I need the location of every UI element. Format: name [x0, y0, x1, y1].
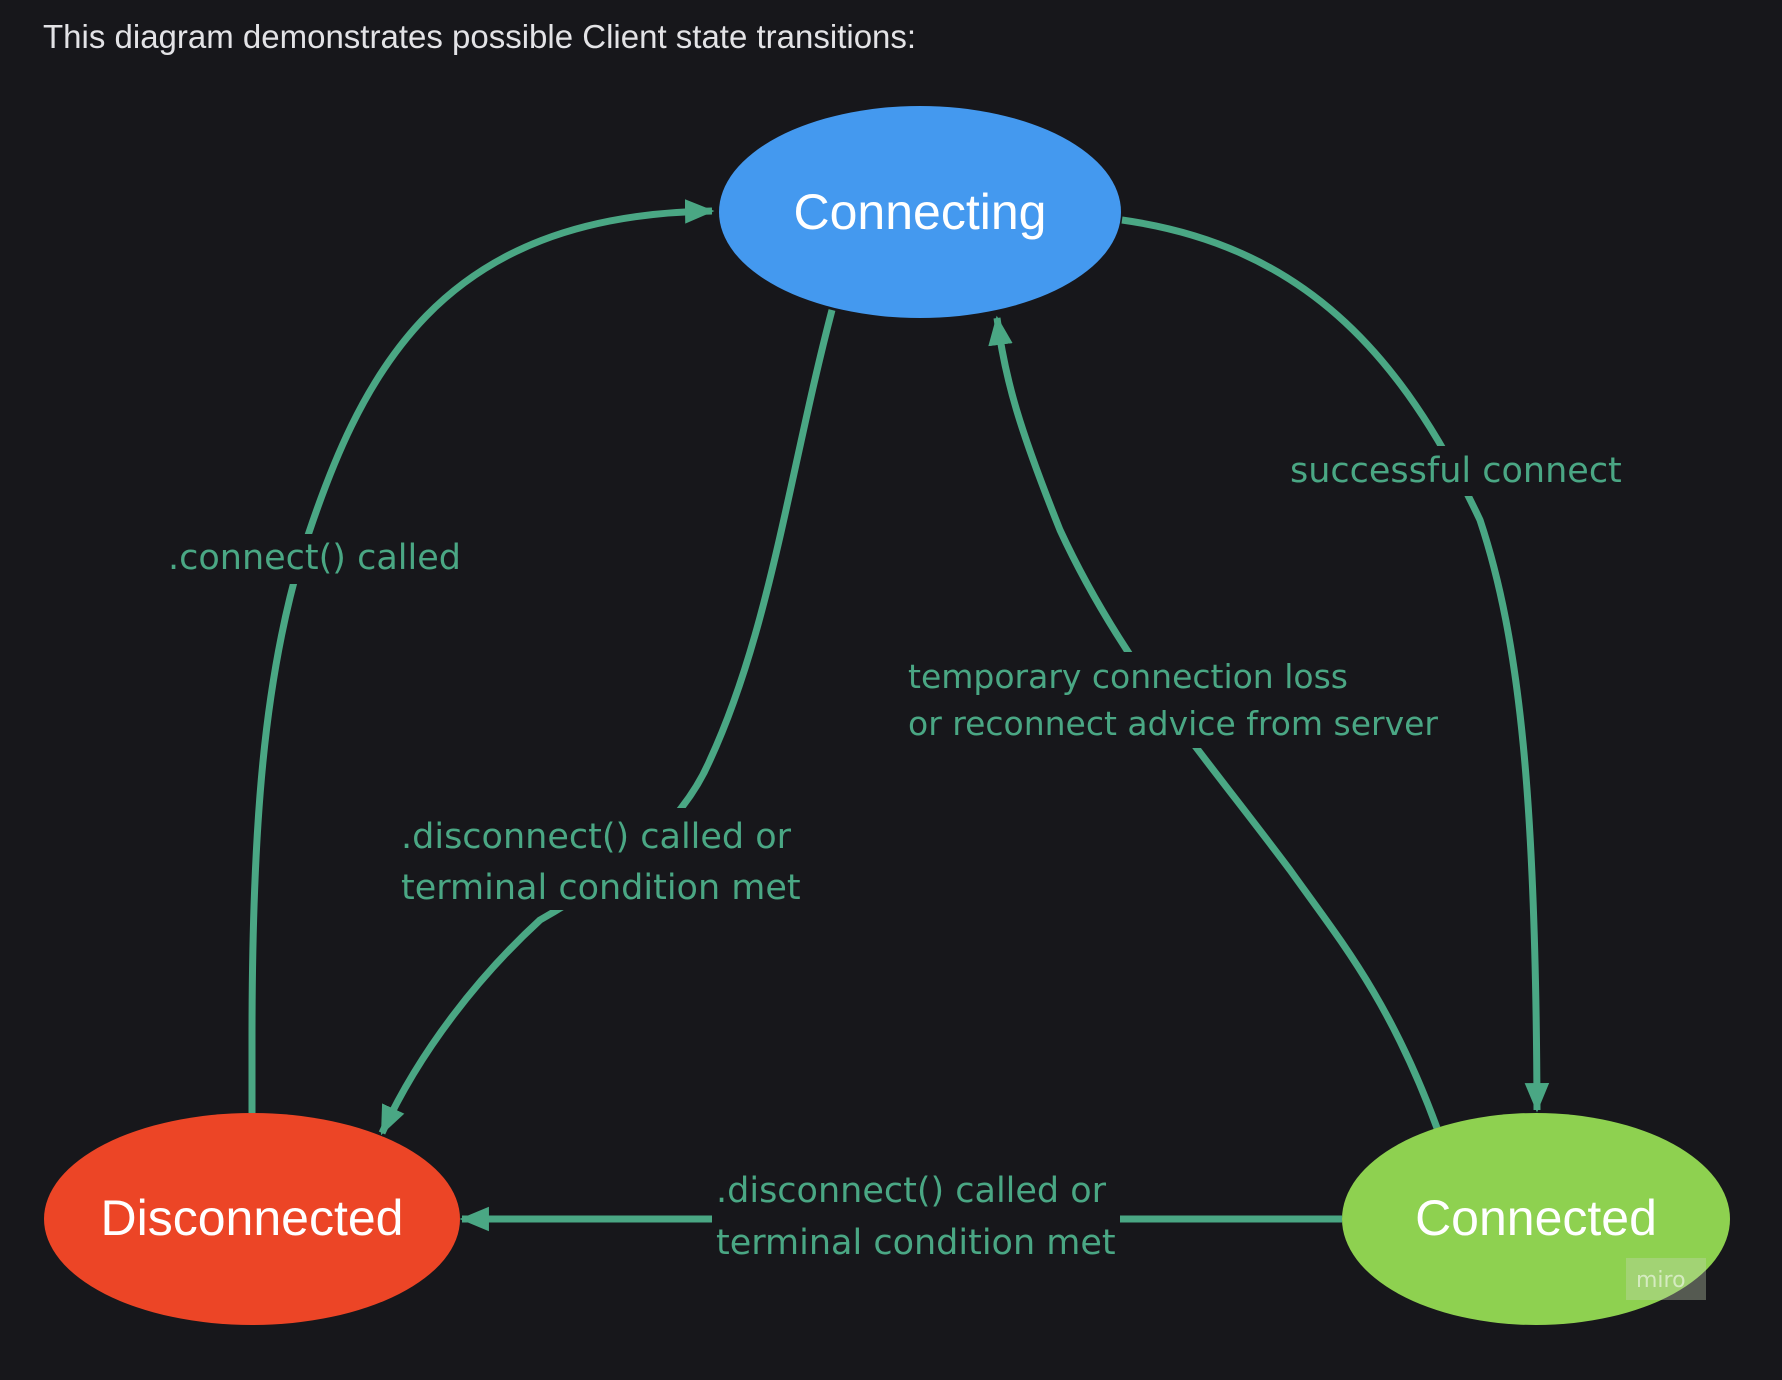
label-backgrounds: [166, 446, 1614, 1268]
label-disconnect-connecting-line2: terminal condition met: [401, 868, 801, 908]
state-connected: Connected: [1342, 1113, 1730, 1325]
edge-labels: .connect() called successful connect .di…: [168, 451, 1622, 1263]
label-temporary-loss-line1: temporary connection loss: [908, 657, 1348, 696]
watermark-text: miro: [1636, 1268, 1686, 1293]
intro-text: This diagram demonstrates possible Clien…: [43, 18, 917, 55]
miro-watermark: miro: [1626, 1258, 1706, 1300]
label-successful-connect: successful connect: [1290, 451, 1622, 491]
label-disconnect-connected-line2: terminal condition met: [716, 1223, 1116, 1263]
state-connected-label: Connected: [1415, 1190, 1657, 1246]
label-disconnect-connecting-line1: .disconnect() called or: [401, 817, 792, 857]
state-connecting-label: Connecting: [794, 184, 1047, 240]
label-connect-called: .connect() called: [168, 538, 461, 578]
edge-connecting-to-disconnected: [378, 309, 836, 1136]
label-bg-disconnect-connected: [712, 1164, 1120, 1268]
label-bg-disconnect-connecting: [396, 808, 798, 910]
label-bg-temporary-loss: [904, 652, 1404, 748]
watermark-box: [1626, 1258, 1706, 1300]
state-disconnected: Disconnected: [44, 1113, 460, 1325]
state-disconnected-label: Disconnected: [101, 1190, 404, 1246]
edge-connecting-to-connected: [1121, 216, 1550, 1113]
state-disconnected-shape: [44, 1113, 460, 1325]
state-connecting: Connecting: [719, 106, 1121, 318]
state-connecting-shape: [719, 106, 1121, 318]
label-bg-connect-called: [166, 534, 448, 584]
state-connected-shape: [1342, 1113, 1730, 1325]
label-bg-successful-connect: [1286, 446, 1614, 496]
label-temporary-loss-line2: or reconnect advice from server: [908, 704, 1438, 743]
label-disconnect-connected-line1: .disconnect() called or: [716, 1171, 1107, 1211]
